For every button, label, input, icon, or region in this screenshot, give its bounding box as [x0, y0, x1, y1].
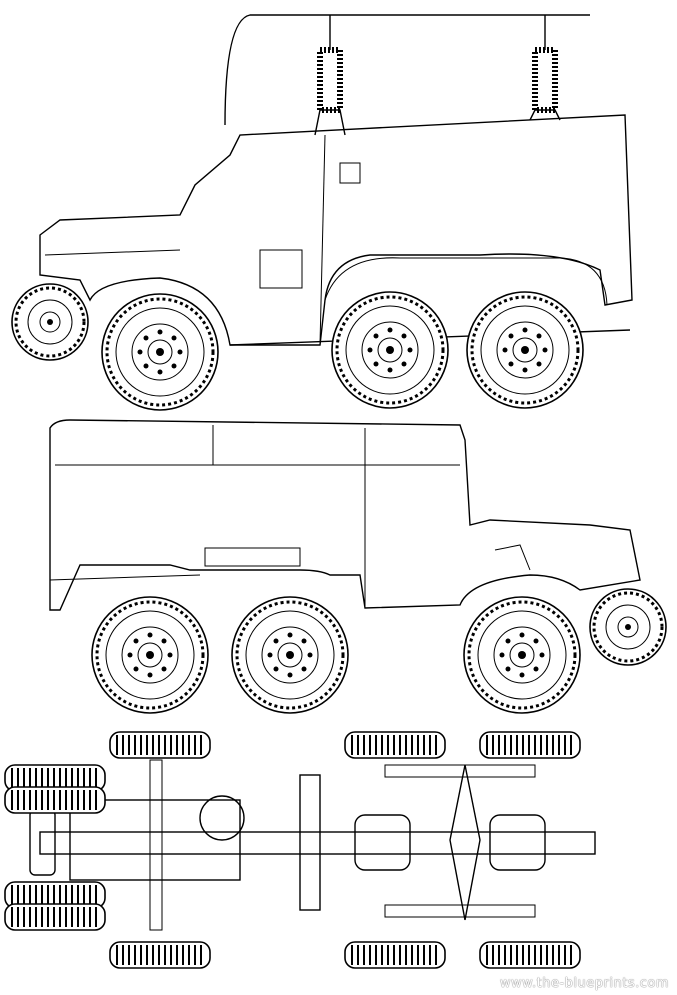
- front-wheel: [462, 595, 582, 715]
- spare-wheel: [10, 282, 90, 362]
- tyre-front-left: [110, 732, 210, 758]
- spare-tyre: [5, 904, 105, 930]
- rear-wheel: [465, 290, 585, 410]
- watermark: www.the-blueprints.com: [499, 976, 669, 991]
- side-view-right: [49, 419, 668, 715]
- top-view-chassis: [5, 732, 596, 968]
- middle-wheel: [330, 290, 450, 410]
- spare-wheel: [588, 587, 668, 667]
- tyre-middle-left: [345, 732, 445, 758]
- middle-wheel: [230, 595, 350, 715]
- tyre-front-right: [110, 942, 210, 968]
- spare-tyre: [5, 787, 105, 813]
- front-wheel: [100, 292, 220, 412]
- tyre-middle-right: [345, 942, 445, 968]
- rear-wheel: [90, 595, 210, 715]
- side-view-left: [10, 14, 633, 412]
- tyre-rear-left: [480, 732, 580, 758]
- tyre-rear-right: [480, 942, 580, 968]
- antenna: [224, 14, 590, 136]
